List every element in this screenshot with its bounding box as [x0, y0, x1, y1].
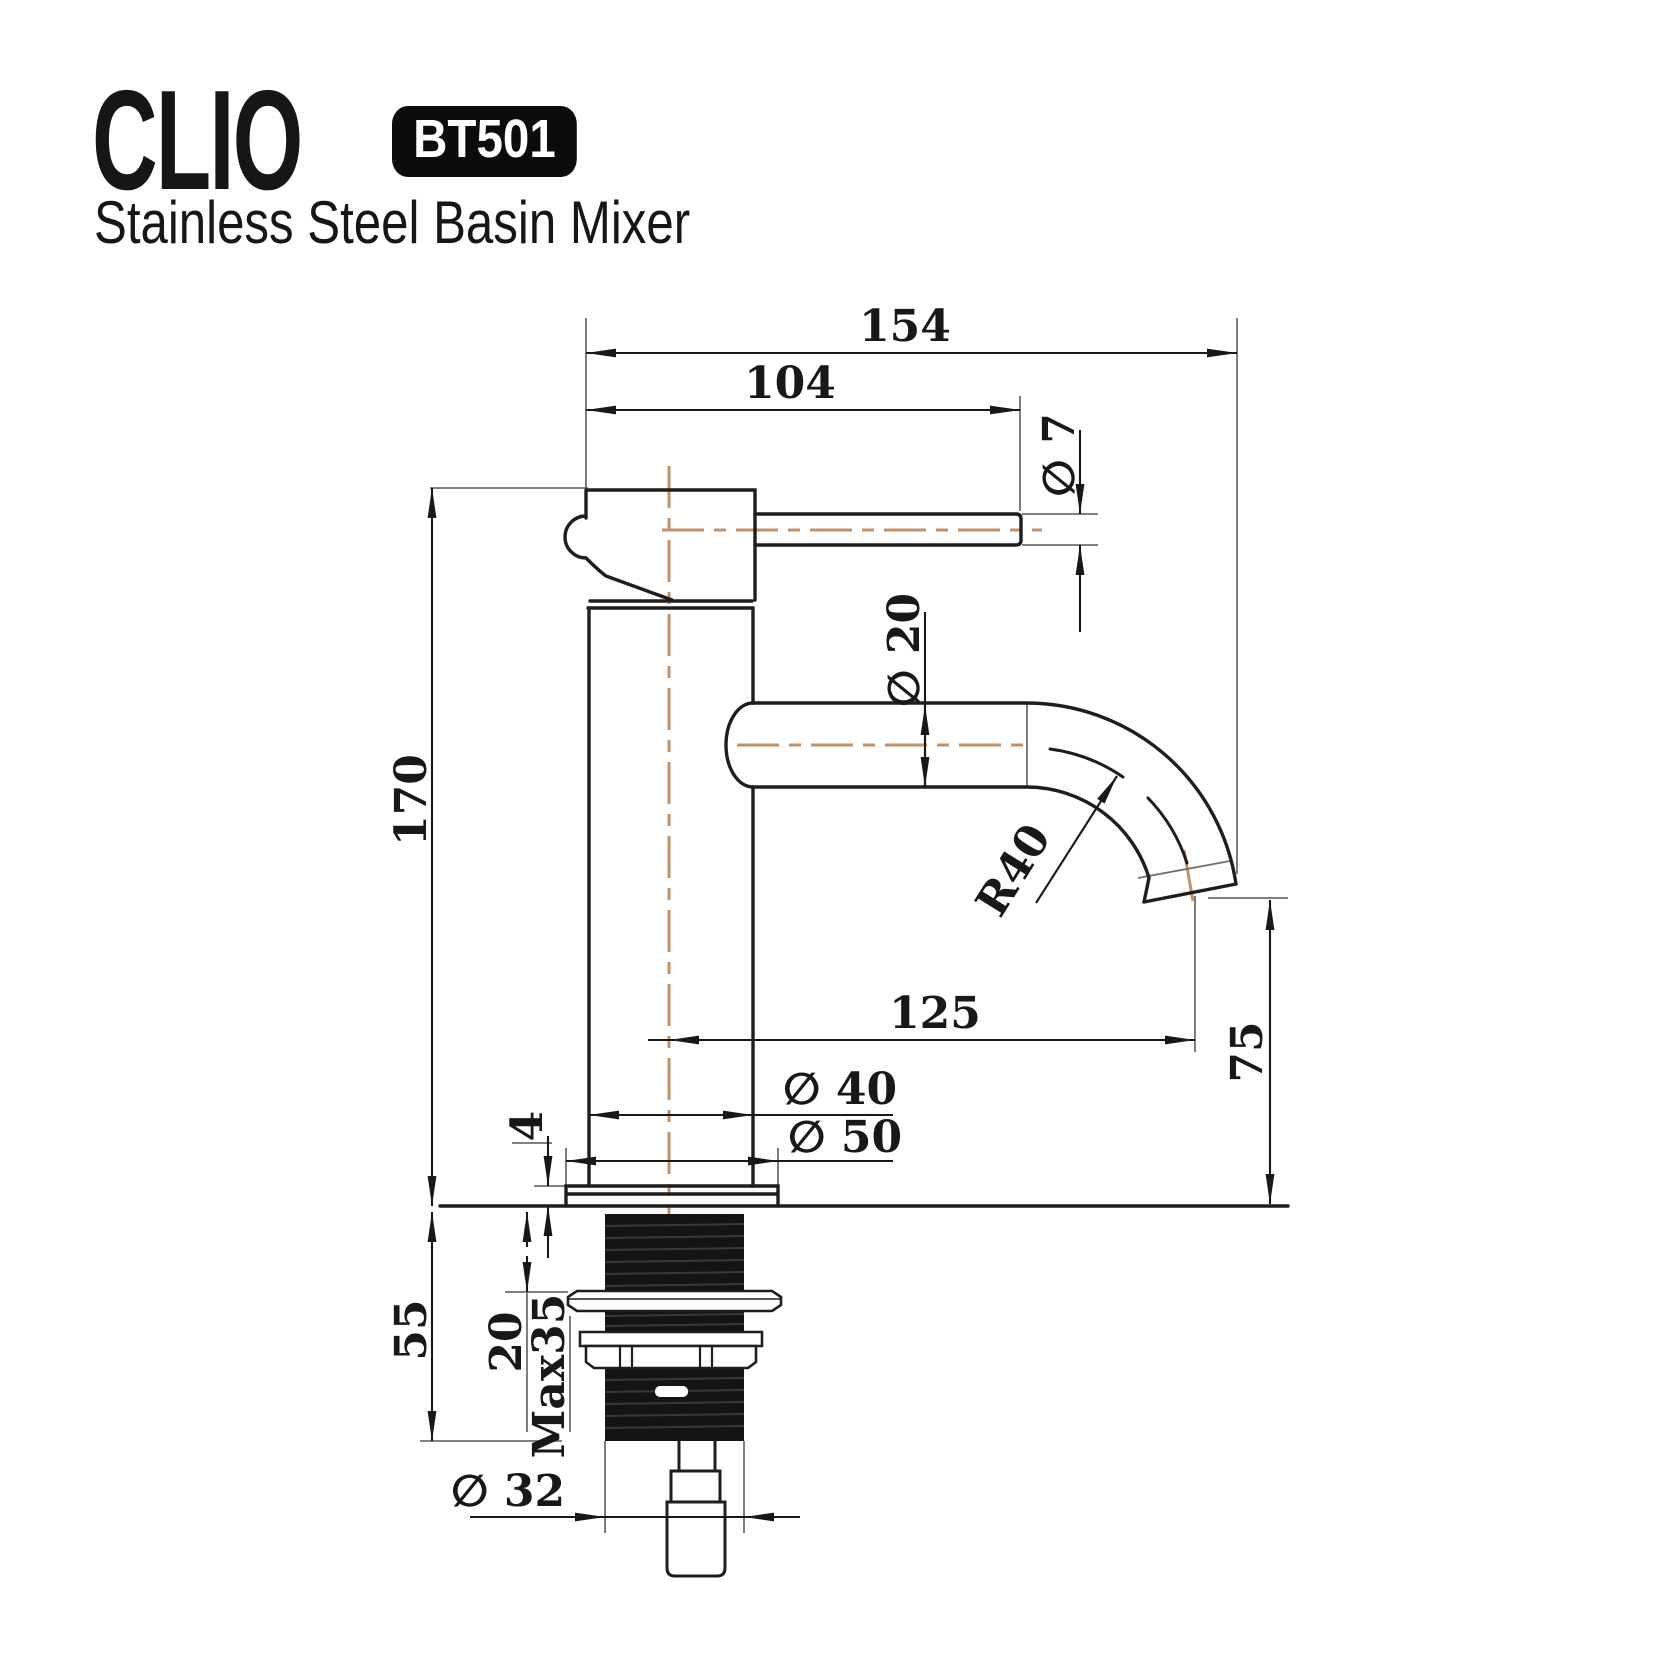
centerlines [662, 466, 1195, 1214]
dim-label-shank-length: 55 [386, 1299, 437, 1360]
model-code: BT501 [413, 109, 556, 169]
extension-lines [420, 318, 1288, 1533]
head-housing [584, 488, 757, 602]
drain-slot [655, 1386, 688, 1397]
dim-label-deck-gap: 20 [481, 1311, 532, 1372]
dim-label-overall-depth: 154 [859, 301, 951, 352]
nut-slots [618, 1346, 714, 1368]
model-badge: BT501 [392, 106, 577, 178]
brand-title: CLIO [92, 61, 303, 220]
dim-label-spout-diameter: ∅ 20 [879, 593, 930, 707]
product-subtitle: Stainless Steel Basin Mixer [94, 189, 691, 256]
header: CLIO BT501 Stainless Steel Basin Mixer [92, 70, 1592, 270]
dim-label-body-diameter: ∅ 40 [783, 1064, 897, 1115]
spout-top-edge [751, 701, 1238, 886]
hose-connector [665, 1439, 727, 1578]
thread-section-lower [605, 1368, 744, 1441]
dim-label-handle-diameter: ∅ 7 [1034, 413, 1085, 497]
threaded-shank [566, 1214, 783, 1441]
aerator-line [1137, 860, 1231, 879]
handle-lever-bar [753, 512, 1023, 547]
dim-label-spout-reach: 125 [889, 988, 981, 1039]
head-diagonal-joint [584, 556, 674, 602]
mounting-nut-top [578, 1330, 764, 1348]
spout-flow-arc-upper [1048, 747, 1125, 779]
thread-section-upper [605, 1214, 744, 1292]
dim-label-base-diameter: ∅ 50 [788, 1112, 902, 1163]
leader-line [1035, 775, 1118, 904]
spout-bottom-edge [751, 785, 1151, 904]
dim-label-spout-clearance: 75 [1222, 1021, 1273, 1082]
dim-label-max-deck: Max35 [524, 1294, 575, 1459]
spout-back-cap [724, 701, 755, 789]
spout-outlet-face [1142, 882, 1238, 904]
spout-flow-arc-lower [1146, 796, 1189, 865]
handle-pivot-arc [563, 514, 588, 560]
dim-label-base-thickness: 4 [502, 1111, 553, 1142]
dim-label-handle-reach: 104 [744, 358, 836, 409]
friction-washer [566, 1289, 783, 1313]
dimension-lines [427, 348, 1275, 1522]
head-joint-band [586, 599, 755, 610]
dim-label-overall-height: 170 [386, 754, 437, 846]
dim-label-bend-radius: R40 [966, 815, 1061, 925]
radius-leader-r40 [1035, 775, 1118, 904]
dim-label-shank-diameter: ∅ 32 [451, 1466, 565, 1517]
dimension-labels: 154 104 ∅ 7 ∅ 20 170 R40 125 75 ∅ 40 ∅ 5… [386, 301, 1273, 1517]
base-flange [564, 1184, 780, 1208]
mounting-nut-bottom [584, 1344, 758, 1370]
thread-texture [604, 1223, 745, 1429]
faucet-outline [438, 488, 1290, 1578]
